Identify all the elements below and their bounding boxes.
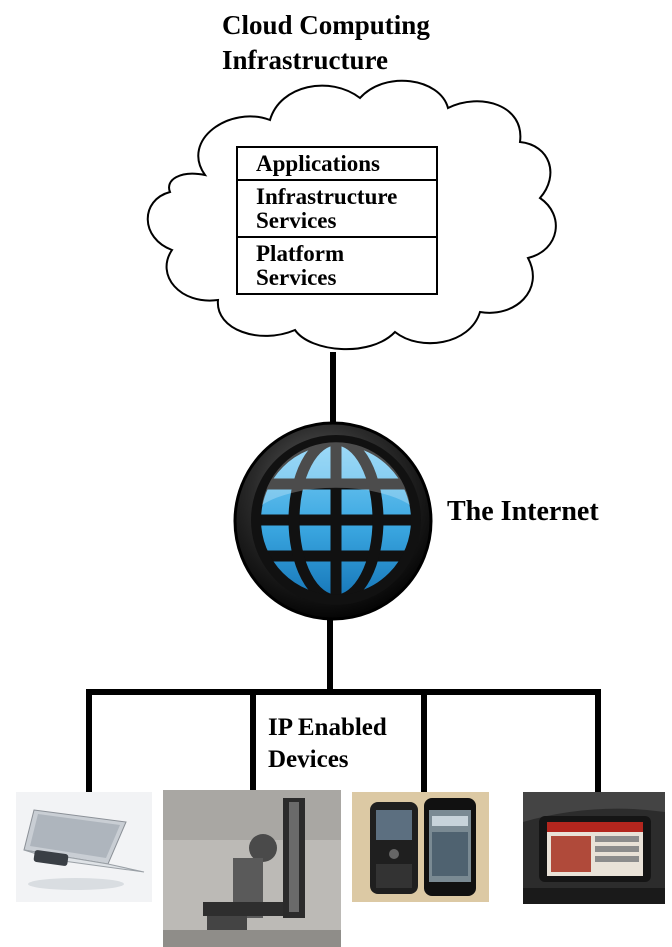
- layer-infrastructure-label-2: Services: [256, 208, 337, 233]
- devices-label-line-2: Devices: [268, 746, 349, 773]
- layer-platform-services: Platform Services: [238, 236, 436, 293]
- layer-infrastructure-services: Infrastructure Services: [238, 179, 436, 236]
- layer-platform-label-1: Platform: [256, 241, 345, 266]
- smartphones-photo: [352, 792, 489, 902]
- desktop-computer-photo: [163, 790, 341, 947]
- internet-label: The Internet: [447, 496, 599, 527]
- layer-platform-label-2: Services: [256, 265, 337, 290]
- car-navigation-screen-photo: [523, 792, 665, 904]
- layer-applications: Applications: [238, 148, 436, 179]
- globe-icon: [233, 421, 433, 621]
- title-line-1: Cloud Computing: [222, 10, 430, 40]
- devices-label: IP Enabled Devices: [268, 712, 387, 776]
- diagram-title: Cloud Computing Infrastructure: [222, 8, 522, 78]
- layer-applications-label: Applications: [256, 151, 380, 176]
- laptop-photo: [16, 792, 152, 902]
- devices-label-line-1: IP Enabled: [268, 714, 387, 741]
- title-line-2: Infrastructure: [222, 45, 388, 75]
- layer-infrastructure-label-1: Infrastructure: [256, 184, 398, 209]
- cloud-service-stack: Applications Infrastructure Services Pla…: [236, 146, 438, 295]
